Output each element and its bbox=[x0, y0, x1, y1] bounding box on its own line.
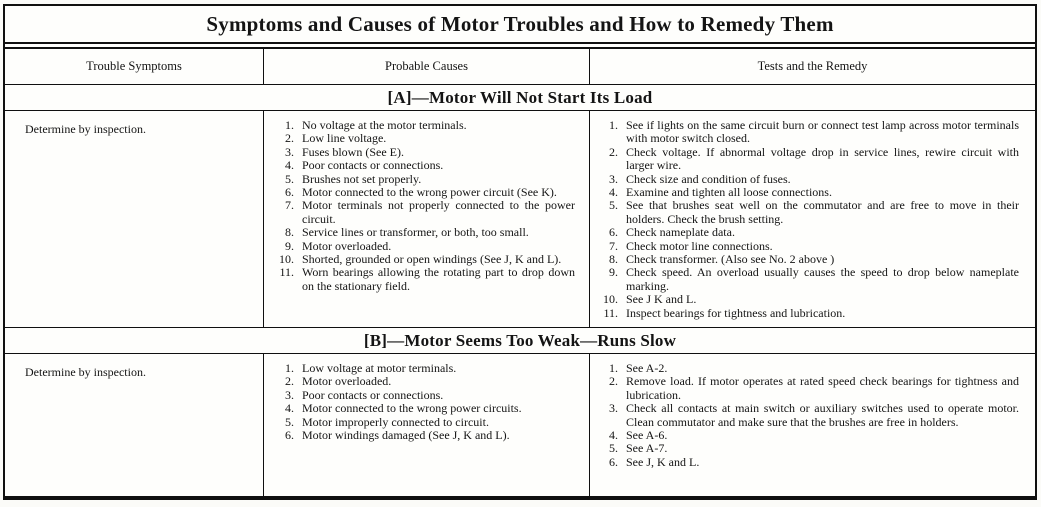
list-item: Check transformer. (Also see No. 2 above… bbox=[598, 252, 835, 267]
list-item: Low line voltage. bbox=[274, 131, 387, 146]
list-item: See A-7. bbox=[598, 441, 668, 457]
list-item: Poor contacts or connections. bbox=[274, 387, 444, 403]
list-item: Service lines or transformer, or both, t… bbox=[274, 225, 529, 240]
list-item: No voltage at the motor terminals. bbox=[274, 118, 467, 133]
list-item: Check all contacts at main switch or aux… bbox=[598, 401, 1019, 429]
list-item: Worn bearings allowing the rotating part… bbox=[274, 265, 575, 293]
section-b-remedies-cell: See A-2.Remove load. If motor operates a… bbox=[589, 354, 1035, 496]
section-b-heading: [B]—Motor Seems Too Weak—Runs Slow bbox=[5, 328, 1035, 354]
list-item: Check speed. An overload usually causes … bbox=[598, 265, 1019, 293]
list-item: See J K and L. bbox=[598, 292, 697, 307]
list-item: See A-2. bbox=[598, 361, 668, 376]
list-item: See J, K and L. bbox=[598, 454, 700, 470]
list-item: Check voltage. If abnormal voltage drop … bbox=[598, 144, 1019, 173]
section-a-causes-list: No voltage at the motor terminals.Low li… bbox=[274, 118, 575, 293]
list-item: See that brushes seat well on the commut… bbox=[598, 198, 1019, 226]
list-item: Inspect bearings for tightness and lubri… bbox=[598, 305, 846, 321]
list-item: Motor windings damaged (See J, K and L). bbox=[274, 428, 510, 443]
section-b-causes-list: Low voltage at motor terminals.Motor ove… bbox=[274, 361, 575, 443]
list-item: Poor contacts or connections. bbox=[274, 158, 444, 173]
list-item: Remove load. If motor operates at rated … bbox=[598, 374, 1019, 402]
list-item: See A-6. bbox=[598, 428, 668, 443]
section-b-symptom: Determine by inspection. bbox=[25, 365, 146, 379]
list-item: See if lights on the same circuit burn o… bbox=[598, 118, 1019, 146]
list-item: Motor connected to the wrong power circu… bbox=[274, 185, 557, 200]
section-b-remedies-list: See A-2.Remove load. If motor operates a… bbox=[598, 361, 1019, 470]
column-header-trouble-symptoms: Trouble Symptoms bbox=[86, 59, 182, 73]
section-b-row: Determine by inspection. Low voltage at … bbox=[5, 354, 1035, 496]
double-rule bbox=[5, 44, 1035, 49]
list-item: Shorted, grounded or open windings (See … bbox=[274, 252, 562, 267]
column-header-probable-causes: Probable Causes bbox=[263, 49, 589, 84]
list-item: Motor overloaded. bbox=[274, 374, 392, 389]
list-item: Motor terminals not properly connected t… bbox=[274, 198, 575, 226]
section-a-remedies-cell: See if lights on the same circuit burn o… bbox=[589, 111, 1035, 327]
column-header-tests-and-remedy: Tests and the Remedy bbox=[589, 49, 1035, 84]
section-a-heading: [A]—Motor Will Not Start Its Load bbox=[5, 85, 1035, 111]
list-item: Motor connected to the wrong power circu… bbox=[274, 401, 522, 416]
section-a-symptom: Determine by inspection. bbox=[25, 122, 146, 136]
column-header-row: Trouble Symptoms Probable Causes Tests a… bbox=[5, 49, 1035, 85]
list-item: Check size and condition of fuses. bbox=[598, 171, 791, 187]
list-item: Check motor line connections. bbox=[598, 238, 773, 254]
section-a-causes-cell: No voltage at the motor terminals.Low li… bbox=[263, 111, 589, 327]
list-item: Check nameplate data. bbox=[598, 225, 735, 240]
list-item: Examine and tighten all loose connection… bbox=[598, 185, 832, 200]
list-item: Motor overloaded. bbox=[274, 238, 392, 254]
section-b-causes-cell: Low voltage at motor terminals.Motor ove… bbox=[263, 354, 589, 496]
motor-troubles-table: Symptoms and Causes of Motor Troubles an… bbox=[3, 4, 1037, 500]
list-item: Fuses blown (See E). bbox=[274, 144, 404, 160]
list-item: Motor improperly connected to circuit. bbox=[274, 414, 489, 430]
list-item: Brushes not set properly. bbox=[274, 171, 422, 187]
list-item: Low voltage at motor terminals. bbox=[274, 361, 457, 376]
section-a-row: Determine by inspection. No voltage at t… bbox=[5, 111, 1035, 328]
page-title: Symptoms and Causes of Motor Troubles an… bbox=[5, 6, 1035, 44]
section-a-remedies-list: See if lights on the same circuit burn o… bbox=[598, 118, 1019, 321]
